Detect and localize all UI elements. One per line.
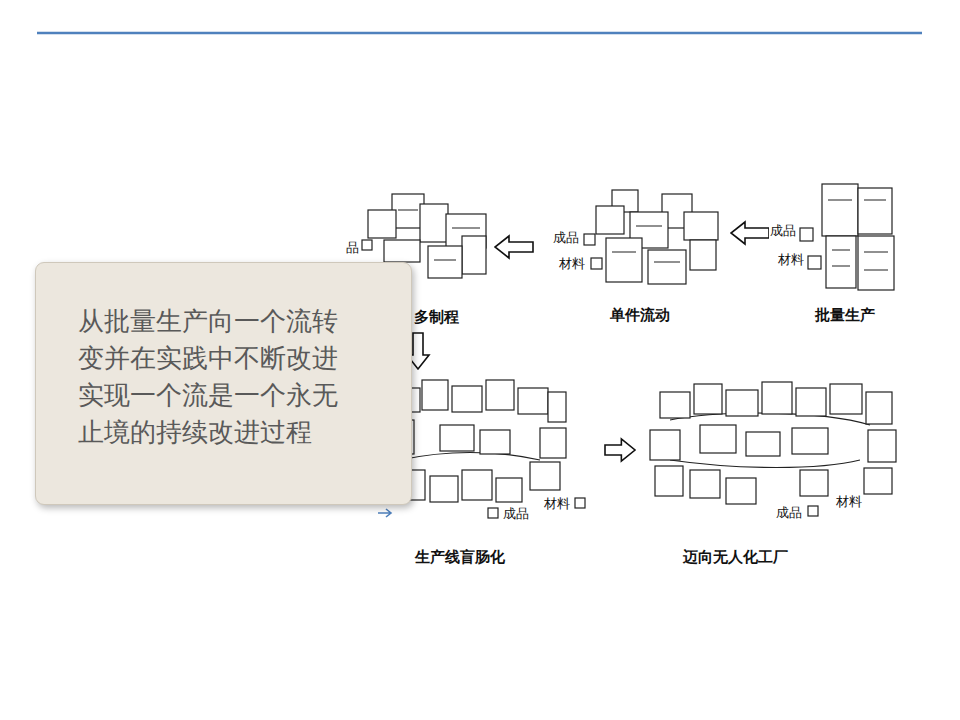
small-arrow [378,509,391,517]
batch-machines [800,184,894,290]
block-arrow [605,439,635,461]
stage-box: 生产线盲肠化 [380,372,602,572]
multi-process-machines [362,194,486,278]
part-label: 材料 [777,252,805,268]
block-arrow [731,222,769,244]
block-arrow [495,236,533,258]
part-label: 品 [345,240,360,256]
part-label: 成品 [769,223,797,239]
header-rule [37,32,922,35]
callout-text: 从批量生产向一个流转变并在实践中不断改进实现一个流是一个永无止境的持续改进过程 [78,303,350,451]
part-label: 材料 [835,494,863,510]
stage-caption: 生产线盲肠化 [415,548,505,567]
block-arrow [407,333,429,369]
part-label: 材料 [558,256,586,272]
single-flow-machines [584,190,718,284]
stage-box: 迈向无人化工厂 [638,372,905,572]
stage-caption: 迈向无人化工厂 [683,548,788,567]
stage-box: 单件流动 [536,178,728,328]
stage-caption: 批量生产 [815,306,875,325]
part-label: 成品 [502,506,530,522]
stage-caption: 多制程 [414,308,459,327]
stage-caption: 单件流动 [610,306,670,325]
callout-box: 从批量生产向一个流转变并在实践中不断改进实现一个流是一个永无止境的持续改进过程 [35,262,412,505]
part-label: 材料 [543,496,571,512]
unmanned-factory-machines [650,382,896,516]
part-label: 成品 [552,230,580,246]
cell-line-machines [388,380,585,518]
part-label: 成品 [775,505,803,521]
